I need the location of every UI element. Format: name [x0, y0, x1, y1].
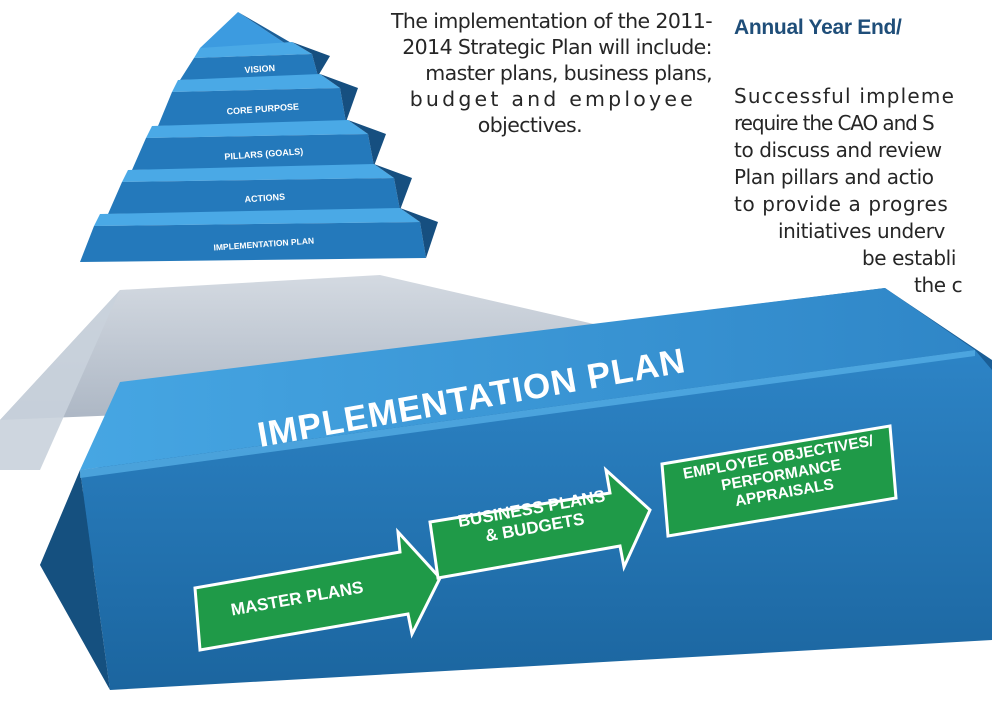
- tier-top: [194, 42, 312, 58]
- pyramid-tier: VISION: [180, 42, 330, 80]
- pyramid-tier: PILLARS (GOALS): [132, 120, 386, 170]
- pyramid-tier: CORE PURPOSE: [158, 74, 358, 126]
- tier-front: [180, 54, 318, 80]
- flow-arrow: MASTER PLANS: [193, 527, 442, 652]
- tier-side: [292, 42, 330, 76]
- tier-front: [108, 178, 400, 214]
- arrow-shape: [428, 465, 652, 580]
- tier-top: [94, 208, 420, 226]
- intro-line: 2014 Strategic Plan will include:: [402, 35, 712, 59]
- final-box-shape: [660, 424, 898, 538]
- intro-line: The implementation of the 2011-: [391, 9, 713, 33]
- pyramid-tier: ACTIONS: [108, 164, 412, 214]
- intro-paragraph: The implementation of the 2011- 2014 Str…: [300, 8, 713, 138]
- tier-side: [400, 208, 438, 258]
- pyramid-apex: [200, 12, 292, 48]
- tier-front: [132, 134, 374, 170]
- tier-top: [172, 74, 340, 92]
- intro-line: objectives.: [477, 113, 583, 137]
- tier-top: [122, 164, 394, 182]
- tier-top: [146, 120, 368, 138]
- intro-line: budget and employee: [409, 87, 696, 111]
- intro-line: master plans, business plans,: [425, 61, 712, 85]
- tier-label: ACTIONS: [244, 192, 285, 205]
- section-heading: Annual Year End/: [734, 16, 902, 39]
- final-box: EMPLOYEE OBJECTIVES/PERFORMANCEAPPRAISAL…: [660, 424, 898, 538]
- tier-side: [348, 120, 386, 166]
- tier-front: [80, 222, 426, 262]
- pyramid-tier: IMPLEMENTATION PLAN: [80, 208, 438, 262]
- tier-label: VISION: [244, 63, 275, 75]
- tier-side: [320, 74, 358, 122]
- tier-side: [374, 164, 412, 210]
- tier-front: [158, 88, 346, 126]
- arrow-shape: [193, 527, 442, 652]
